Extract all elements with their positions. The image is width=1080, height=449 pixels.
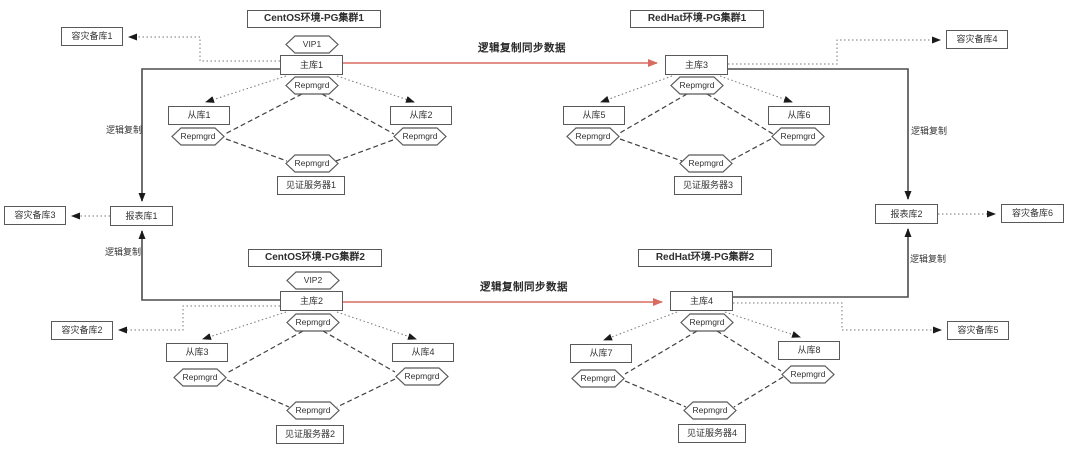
repmgrd-hexagon [571, 369, 625, 388]
witness-server-node: 见证服务器3 [674, 176, 742, 195]
repmgrd-hexagon [683, 401, 737, 420]
standby-db-node: 从库7 [570, 344, 632, 363]
repmgrd-hexagon [395, 367, 449, 386]
cluster-title: CentOS环境-PG集群1 [247, 10, 381, 28]
report-db-node: 报表库1 [110, 206, 173, 226]
repmgrd-hexagon [173, 368, 227, 387]
standby-db-node: 从库6 [768, 106, 830, 125]
repmgrd-hexagon [781, 365, 835, 384]
edge-label-logical-replication: 逻辑复制 [105, 247, 142, 257]
dr-db-node: 容灾备库4 [946, 30, 1008, 49]
repmgrd-hexagon [285, 154, 339, 173]
repmgrd-hexagon [670, 76, 724, 95]
report-db-node: 报表库2 [875, 204, 938, 224]
primary-db-node: 主库4 [670, 291, 733, 311]
repmgrd-hexagon [566, 127, 620, 146]
edge-label-logical-replication: 逻辑复制 [106, 125, 143, 135]
cluster-title: RedHat环境-PG集群2 [638, 249, 772, 267]
repmgrd-hexagon [285, 76, 339, 95]
primary-db-node: 主库1 [280, 55, 343, 75]
primary-db-node: 主库3 [665, 55, 728, 75]
witness-server-node: 见证服务器2 [276, 425, 344, 444]
repmgrd-hexagon [393, 127, 447, 146]
vip-hexagon [285, 35, 339, 54]
witness-server-node: 见证服务器4 [678, 424, 746, 443]
standby-db-node: 从库5 [563, 106, 625, 125]
standby-db-node: 从库8 [778, 341, 840, 360]
repmgrd-hexagon [771, 127, 825, 146]
repmgrd-hexagon [286, 401, 340, 420]
dr-db-node: 容灾备库1 [61, 27, 123, 46]
dr-db-node: 容灾备库5 [947, 321, 1009, 340]
edge-label-logical-replication: 逻辑复制 [911, 126, 948, 136]
cluster-title: RedHat环境-PG集群1 [630, 10, 764, 28]
standby-db-node: 从库3 [166, 343, 228, 362]
standby-db-node: 从库4 [392, 343, 454, 362]
witness-server-node: 见证服务器1 [277, 176, 345, 195]
vip-hexagon [286, 271, 340, 290]
standby-db-node: 从库2 [390, 106, 452, 125]
dr-db-node: 容灾备库2 [51, 321, 113, 340]
repmgrd-hexagon [679, 154, 733, 173]
edge-label-logical-replication-sync: 逻辑复制同步数据 [478, 42, 566, 54]
edge-label-logical-replication: 逻辑复制 [910, 254, 947, 264]
repmgrd-hexagon [286, 313, 340, 332]
primary-db-node: 主库2 [280, 291, 343, 311]
dr-db-node: 容灾备库6 [1001, 204, 1064, 223]
repmgrd-hexagon [171, 127, 225, 146]
cluster-title: CentOS环境-PG集群2 [248, 249, 382, 267]
standby-db-node: 从库1 [168, 106, 230, 125]
repmgrd-hexagon [680, 313, 734, 332]
dr-db-node: 容灾备库3 [4, 206, 66, 225]
edge-label-logical-replication-sync: 逻辑复制同步数据 [480, 281, 568, 293]
